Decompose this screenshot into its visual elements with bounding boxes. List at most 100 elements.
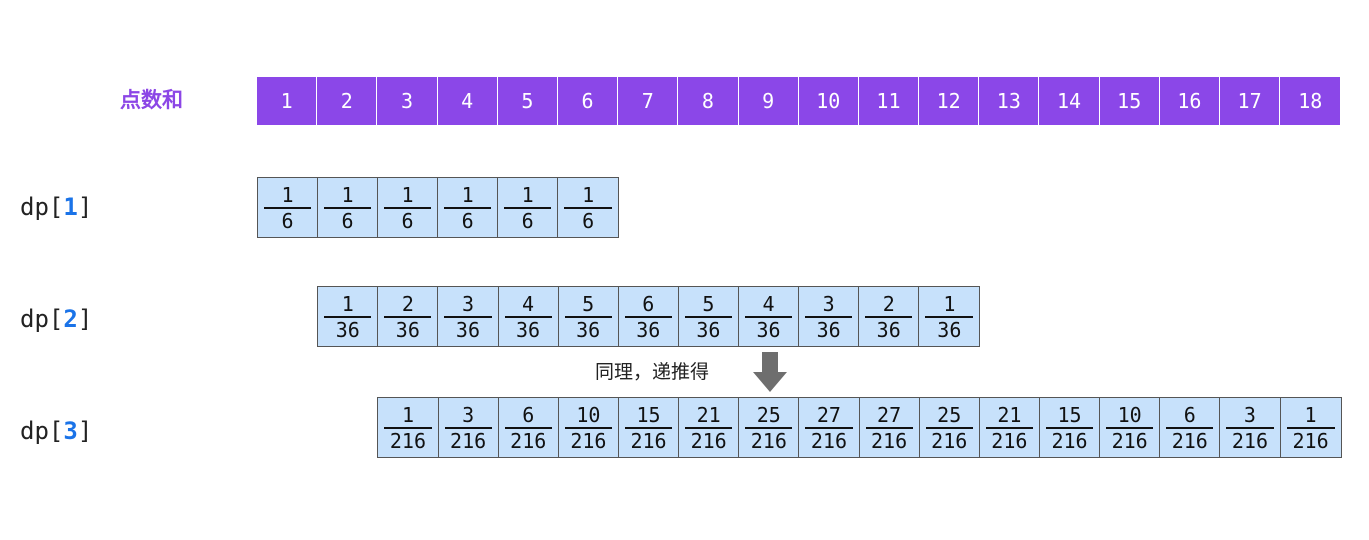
fraction-denominator: 216 xyxy=(1171,428,1208,453)
fraction-denominator: 216 xyxy=(750,428,787,453)
fraction-bar xyxy=(384,426,432,429)
fraction-denominator: 36 xyxy=(876,317,901,342)
fraction-denominator: 6 xyxy=(341,208,354,233)
dp-label-index: 1 xyxy=(63,193,78,221)
fraction-bar xyxy=(444,426,492,429)
fraction-numerator: 15 xyxy=(1057,402,1082,427)
fraction-numerator: 6 xyxy=(642,291,655,316)
dp-label-suffix: ] xyxy=(77,305,93,333)
fraction-numerator: 3 xyxy=(822,291,835,316)
sum-header-cell: 17 xyxy=(1220,77,1281,125)
fraction-denominator: 216 xyxy=(1051,428,1088,453)
dp-label-suffix: ] xyxy=(77,417,93,445)
fraction-numerator: 5 xyxy=(582,291,595,316)
fraction-numerator: 4 xyxy=(522,291,535,316)
sum-header-cell: 14 xyxy=(1039,77,1100,125)
recurrence-note: 同理，递推得 xyxy=(595,361,710,383)
sum-header-cell: 6 xyxy=(557,77,619,125)
fraction-numerator: 5 xyxy=(702,291,715,316)
fraction-denominator: 36 xyxy=(516,317,541,342)
fraction-numerator: 4 xyxy=(762,291,775,316)
fraction-denominator: 216 xyxy=(630,428,667,453)
fraction-denominator: 216 xyxy=(991,428,1028,453)
fraction-bar xyxy=(745,426,793,429)
fraction-bar xyxy=(685,426,733,429)
dp-label-suffix: ] xyxy=(77,193,93,221)
fraction-bar xyxy=(264,206,312,209)
fraction-bar xyxy=(985,426,1033,429)
fraction-bar xyxy=(744,315,793,318)
fraction-bar xyxy=(1286,426,1335,429)
sum-header-cell: 12 xyxy=(919,77,980,125)
fraction-denominator: 36 xyxy=(937,317,962,342)
fraction-bar xyxy=(624,426,673,429)
fraction-numerator: 3 xyxy=(462,402,475,427)
fraction-bar xyxy=(1106,426,1154,429)
sum-header-cell: 13 xyxy=(979,77,1040,125)
fraction-bar xyxy=(384,206,432,209)
fraction-bar xyxy=(564,206,613,209)
fraction-bar xyxy=(324,315,372,318)
fraction-bar xyxy=(684,315,732,318)
sum-header-cell: 10 xyxy=(798,77,859,125)
dp-row-label-3: dp[3] xyxy=(20,416,92,446)
fraction-bar xyxy=(865,426,913,429)
fraction-bar xyxy=(865,315,913,318)
fraction-numerator: 27 xyxy=(816,402,841,427)
fraction-numerator: 1 xyxy=(341,182,354,207)
fraction-denominator: 6 xyxy=(521,208,534,233)
sum-header-cell: 9 xyxy=(738,77,799,125)
fraction-bar xyxy=(384,315,432,318)
sum-header-cell: 4 xyxy=(437,77,498,125)
fraction-denominator: 216 xyxy=(1111,428,1148,453)
sum-header-cell: 2 xyxy=(317,77,378,125)
fraction-denominator: 216 xyxy=(690,428,727,453)
fraction-bar xyxy=(805,426,853,429)
fraction-numerator: 3 xyxy=(1243,402,1256,427)
fraction-denominator: 6 xyxy=(582,208,595,233)
fraction-denominator: 216 xyxy=(570,428,607,453)
fraction-bar xyxy=(564,426,612,429)
fraction-denominator: 36 xyxy=(696,317,721,342)
sum-header-cell: 7 xyxy=(618,77,679,125)
fraction-bar xyxy=(1045,426,1094,429)
fraction-denominator: 216 xyxy=(1292,428,1329,453)
fraction-bar xyxy=(504,315,552,318)
fraction-denominator: 216 xyxy=(871,428,908,453)
fraction-denominator: 216 xyxy=(510,428,547,453)
dp-row-label-1: dp[1] xyxy=(20,192,92,222)
arrow-down-icon xyxy=(753,352,787,392)
fraction-numerator: 1 xyxy=(341,291,354,316)
dp-label-index: 3 xyxy=(63,417,78,445)
fraction-denominator: 36 xyxy=(636,317,661,342)
fraction-numerator: 10 xyxy=(1117,402,1142,427)
fraction-numerator: 21 xyxy=(997,402,1022,427)
fraction-numerator: 1 xyxy=(401,402,414,427)
fraction-numerator: 21 xyxy=(696,402,721,427)
